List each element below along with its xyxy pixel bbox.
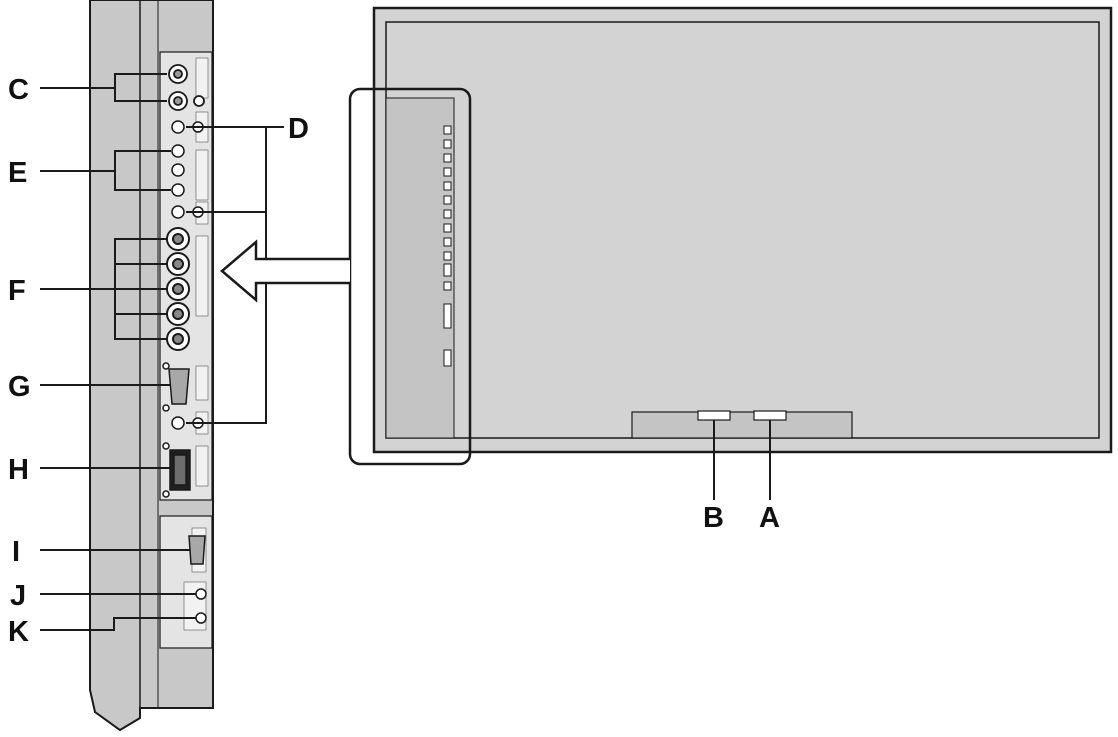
- display-rear-view: [372, 6, 1113, 500]
- port-a: [753, 410, 787, 421]
- callout-label-e: E: [8, 157, 27, 189]
- callout-label-b: B: [703, 502, 724, 534]
- dsub-connector-g: [162, 362, 190, 412]
- callout-label-k: K: [8, 616, 29, 648]
- display-inner-panel: [385, 21, 1100, 439]
- side-terminal-panel: [89, 0, 214, 732]
- callout-labels: C D E F G H I J K B A: [8, 74, 780, 648]
- callout-label-f: F: [8, 275, 26, 307]
- bnc-jacks-f: [166, 227, 190, 351]
- display-terminal-ports: [443, 125, 452, 367]
- digital-connector-h: [162, 442, 191, 498]
- callout-label-c: C: [8, 74, 29, 106]
- audio-input-jacks-c: [168, 64, 205, 111]
- hollow-left-arrow-icon: [220, 239, 350, 303]
- callout-label-g: G: [8, 371, 31, 403]
- callout-label-i: I: [12, 536, 20, 568]
- display-terminal-area: [385, 97, 455, 439]
- dsub-connector-i: [188, 535, 206, 565]
- bottom-control-box: [631, 411, 853, 439]
- port-b: [697, 410, 731, 421]
- callout-leaders: [40, 73, 284, 631]
- audio-input-jacks-d: [171, 120, 204, 430]
- callout-label-j: J: [10, 580, 26, 612]
- component-jacks-e: [171, 144, 185, 197]
- callout-label-h: H: [8, 454, 29, 486]
- mini-jacks-jk: [195, 588, 207, 624]
- callout-label-a: A: [759, 502, 780, 534]
- callout-label-d: D: [288, 113, 309, 145]
